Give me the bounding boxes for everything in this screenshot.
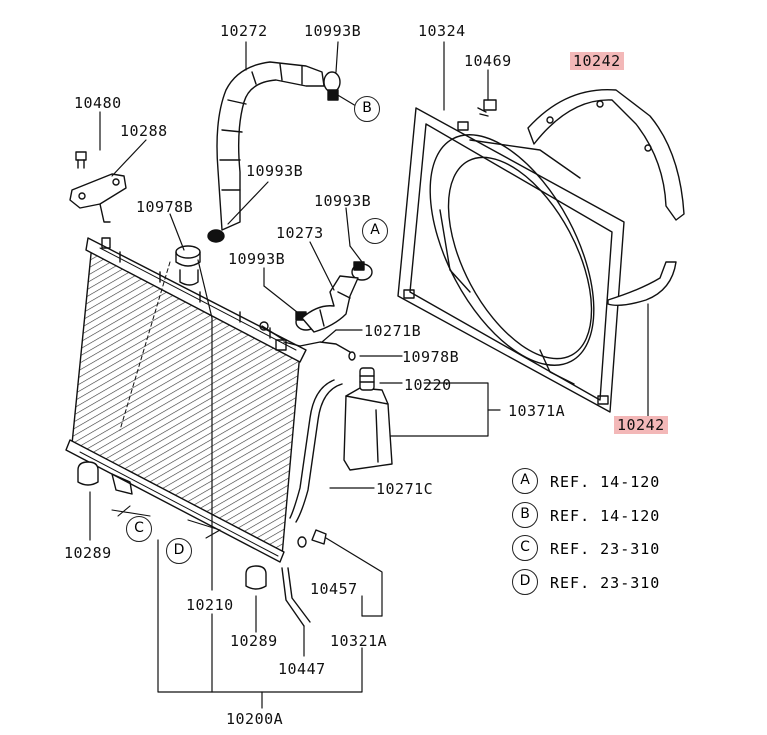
- legend-text-a: REF. 14-120: [550, 473, 661, 491]
- label-10447: 10447: [278, 660, 326, 678]
- leader-lines: [89, 41, 649, 709]
- label-10242-bottom: 10242: [614, 416, 668, 434]
- legend-text-c: REF. 23-310: [550, 540, 661, 558]
- label-10200a: 10200A: [226, 710, 284, 728]
- fan-shroud-cover-lower: [607, 261, 677, 307]
- label-10457: 10457: [310, 580, 358, 598]
- legend-letter-c: C: [512, 535, 538, 561]
- radiator-cap: [175, 245, 201, 286]
- callout-c: C: [126, 516, 152, 542]
- legend-letter-a: A: [512, 468, 538, 494]
- overflow-hose-upper: [259, 321, 356, 361]
- lower-radiator-hose: [301, 275, 359, 333]
- legend-letter-d: D: [512, 569, 538, 595]
- reservoir-tank: [343, 367, 393, 471]
- label-10321a: 10321A: [330, 632, 388, 650]
- lower-mount-cushions: [77, 461, 267, 590]
- fan-shroud: [397, 107, 625, 413]
- label-10273: 10273: [276, 224, 324, 242]
- callout-d: D: [166, 538, 192, 564]
- label-10220: 10220: [404, 376, 452, 394]
- legend-text-b: REF. 14-120: [550, 507, 661, 525]
- label-10480: 10480: [74, 94, 122, 112]
- label-10469: 10469: [464, 52, 512, 70]
- label-10978b-cap: 10978B: [136, 198, 194, 216]
- label-10271c: 10271C: [376, 480, 434, 498]
- label-10242-top: 10242: [570, 52, 624, 70]
- label-10271b: 10271B: [364, 322, 422, 340]
- drain-cock: [297, 529, 327, 548]
- label-10289-bottom: 10289: [230, 632, 278, 650]
- legend-text-d: REF. 23-310: [550, 574, 661, 592]
- drain-hose: [281, 567, 311, 627]
- label-10288: 10288: [120, 122, 168, 140]
- label-10272: 10272: [220, 22, 268, 40]
- callout-a: A: [362, 218, 388, 244]
- shroud-bolt: [477, 99, 497, 117]
- callout-b: B: [354, 96, 380, 122]
- label-10978b-lower: 10978B: [402, 348, 460, 366]
- callout-indicators: [111, 505, 221, 539]
- label-10993b-top: 10993B: [304, 22, 362, 40]
- label-10993b-mid: 10993B: [246, 162, 304, 180]
- label-10210: 10210: [186, 596, 234, 614]
- label-10289-left: 10289: [64, 544, 112, 562]
- lower-bracket: [111, 473, 133, 495]
- upper-radiator-hose: [216, 61, 325, 231]
- legend-letter-b: B: [512, 502, 538, 528]
- label-10371a: 10371A: [508, 402, 566, 420]
- fan-shroud-cover-upper: [527, 88, 685, 221]
- label-10993b-lower: 10993B: [228, 250, 286, 268]
- overflow-hose-lower: [289, 379, 343, 523]
- radiator-core: [65, 237, 307, 563]
- label-10993b-right: 10993B: [314, 192, 372, 210]
- label-10324: 10324: [418, 22, 466, 40]
